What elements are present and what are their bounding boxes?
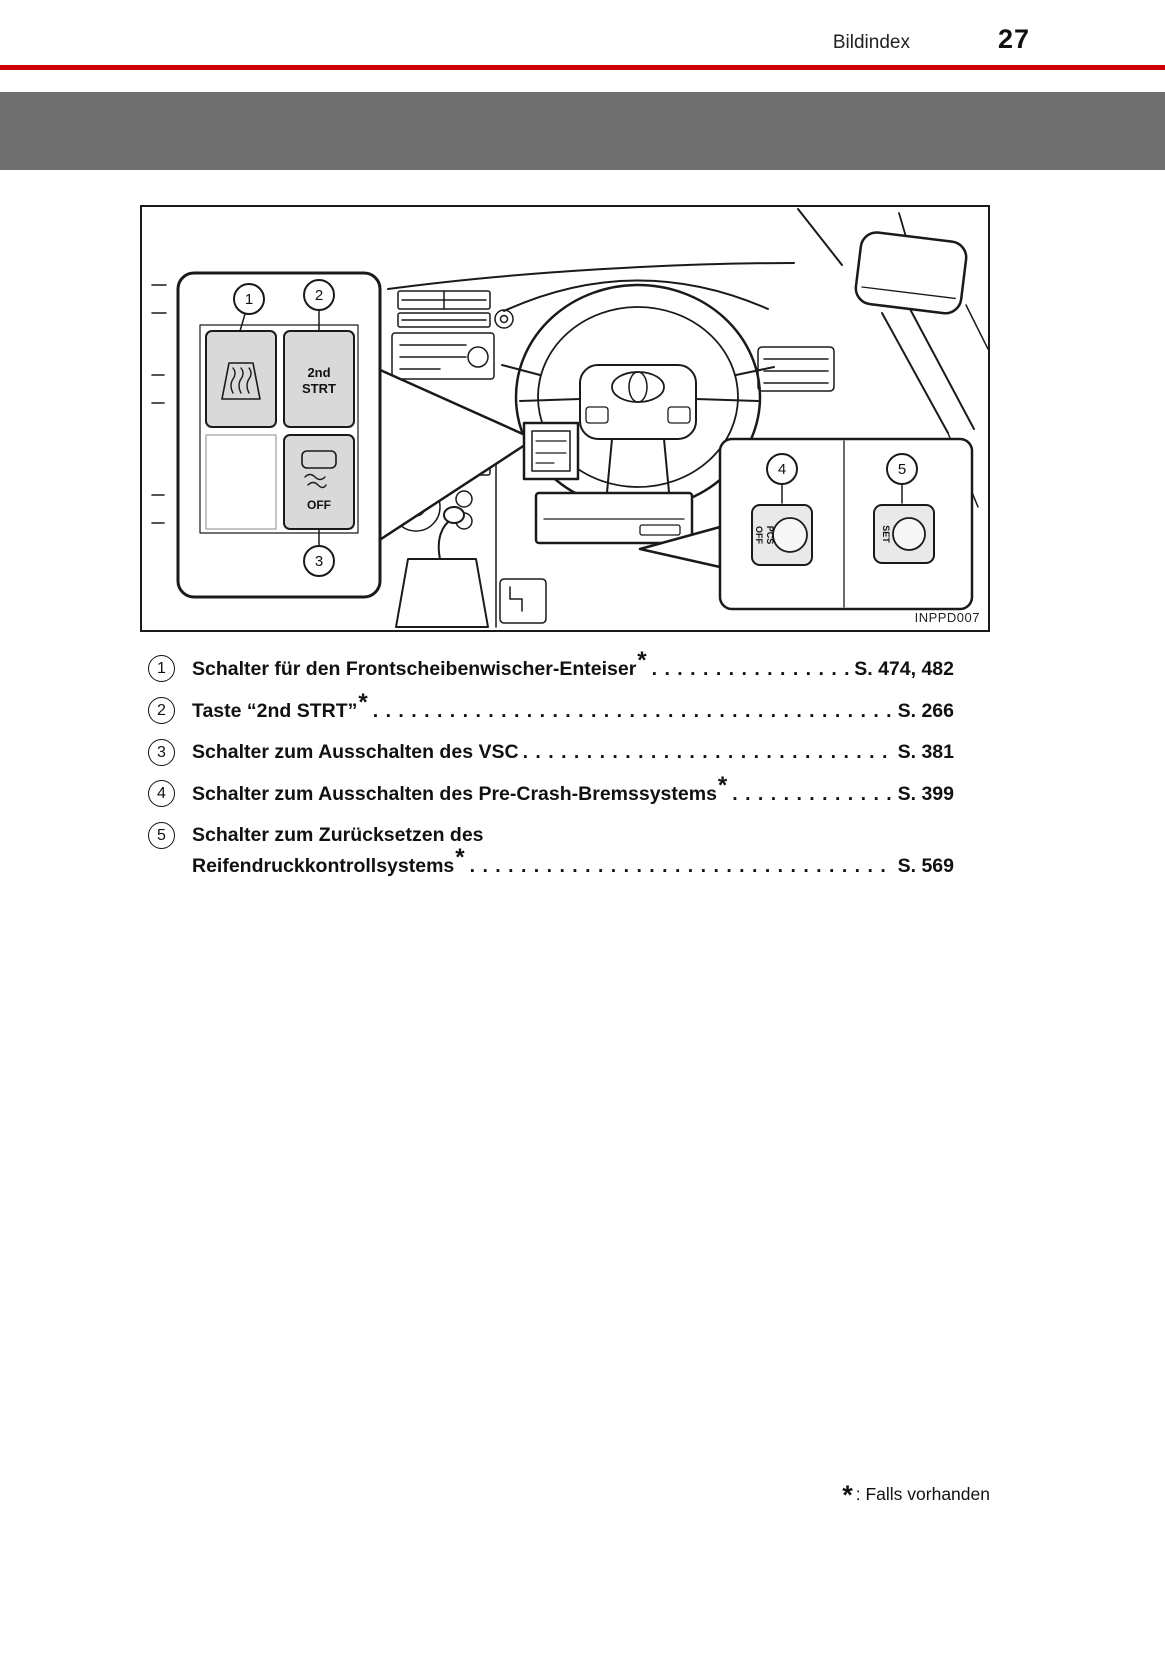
legend-text-5-line1: Schalter zum Zurücksetzen des — [192, 824, 484, 846]
legend-text-3: Schalter zum Ausschalten des VSC — [192, 741, 519, 763]
pcs-off-button — [751, 504, 813, 566]
leader-dots-1: . . . . . . . . . . . . . . . . . . . . … — [651, 658, 851, 680]
figure-code: INPPD007 — [914, 610, 980, 625]
header-page-number: 27 — [997, 24, 1030, 54]
asterisk-2: * — [358, 689, 368, 716]
legend-number-3: 3 — [148, 739, 175, 766]
door-edge-ticks — [151, 284, 167, 524]
tpms-set-label: SET — [881, 525, 891, 543]
callout-5 — [886, 453, 918, 504]
callout-3 — [303, 528, 335, 577]
page-ref-5: S. 569 — [897, 855, 954, 877]
legend-text-1: Schalter für den Frontscheibenwischer-En… — [192, 658, 637, 680]
switch-location-square — [522, 421, 580, 481]
page-ref-3: S. 381 — [897, 741, 954, 763]
center-vents — [397, 290, 514, 329]
page-header: Bildindex 27 — [0, 0, 1165, 170]
asterisk-5: * — [455, 844, 465, 871]
asterisk-4: * — [717, 772, 728, 799]
legend-item-4: 4 Schalter zum Ausschalten des Pre-Crash… — [148, 772, 954, 809]
legend-text-4: Schalter zum Ausschalten des Pre-Crash-B… — [192, 783, 717, 805]
left-switch-panel — [176, 271, 382, 599]
legend-item-1: 1 Schalter für den Frontscheibenwischer-… — [148, 647, 954, 684]
steering-wheel-emblem — [611, 371, 665, 403]
legend-item-5: 5 Schalter zum Zurücksetzen des Reifendr… — [148, 820, 954, 881]
legend-number-4: 4 — [148, 780, 175, 807]
footnote: * : Falls vorhanden — [842, 1480, 990, 1510]
callout-4-number: 4 — [778, 461, 786, 478]
legend-number-1: 1 — [148, 655, 175, 682]
legend-item-2: 2 Taste “2nd STRT” * . . . . . . . . . .… — [148, 689, 954, 726]
legend-list: 1 Schalter für den Frontscheibenwischer-… — [148, 647, 954, 881]
callout-4 — [766, 453, 798, 504]
callout-5-number: 5 — [898, 461, 906, 478]
right-vent — [757, 346, 835, 392]
leader-dots-2: . . . . . . . . . . . . . . . . . . . . … — [372, 700, 894, 722]
second-start-label-line1: 2nd — [307, 365, 330, 380]
pcs-label-line1: PCS — [765, 526, 775, 545]
page-ref-2: S. 266 — [897, 700, 954, 722]
callout-3-number: 3 — [315, 553, 323, 570]
header-row: Bildindex 27 — [0, 0, 1165, 65]
callout-2 — [303, 279, 335, 332]
tpms-set-button — [873, 504, 935, 564]
leader-dots-5: . . . . . . . . . . . . . . . . . . . . … — [469, 855, 894, 877]
rearview-mirror — [797, 208, 968, 315]
page-ref-1: S. 474, 482 — [854, 658, 954, 680]
blank-switch — [205, 434, 277, 530]
vsc-off-switch — [283, 434, 355, 530]
vsc-off-label: OFF — [307, 498, 331, 512]
footnote-asterisk: * — [842, 1480, 853, 1510]
second-start-label-line2: STRT — [302, 381, 336, 396]
header-divider — [0, 65, 1165, 70]
callout-2-number: 2 — [315, 287, 323, 304]
leader-dots-4: . . . . . . . . . . . . . . . . . . . . … — [732, 783, 893, 805]
pcs-label-line2: OFF — [754, 526, 764, 544]
lower-dash-tray — [534, 491, 694, 545]
vsc-off-icon — [301, 450, 337, 489]
header-section-title: Bildindex — [832, 32, 910, 53]
legend-text-5-line2: Reifendruckkontrollsystems — [192, 855, 455, 877]
dashboard-illustration: 1 2 3 4 5 2nd STRT OFF PCS OFF SET — [151, 208, 988, 628]
legend-number-5: 5 — [148, 822, 175, 849]
section-banner — [0, 92, 1165, 170]
dash-top-edge — [387, 262, 795, 290]
footnote-text: : Falls vorhanden — [855, 1484, 990, 1504]
asterisk-1: * — [637, 647, 647, 674]
dashboard-figure: 1 2 3 4 5 2nd STRT OFF PCS OFF SET INPPD… — [140, 205, 990, 632]
callout-1 — [233, 283, 265, 332]
page-ref-4: S. 399 — [897, 783, 954, 805]
legend-text-2: Taste “2nd STRT” — [192, 700, 358, 722]
legend-number-2: 2 — [148, 697, 175, 724]
column-stalks — [501, 364, 775, 376]
legend-item-3: 3 Schalter zum Ausschalten des VSC . . .… — [148, 737, 954, 767]
leader-dots-3: . . . . . . . . . . . . . . . . . . . . … — [522, 741, 894, 763]
callout-1-number: 1 — [245, 291, 253, 308]
instrument-hood — [503, 279, 769, 312]
windshield-defroster-icon — [221, 362, 261, 400]
gear-shifter — [395, 446, 547, 628]
audio-unit — [391, 332, 495, 380]
